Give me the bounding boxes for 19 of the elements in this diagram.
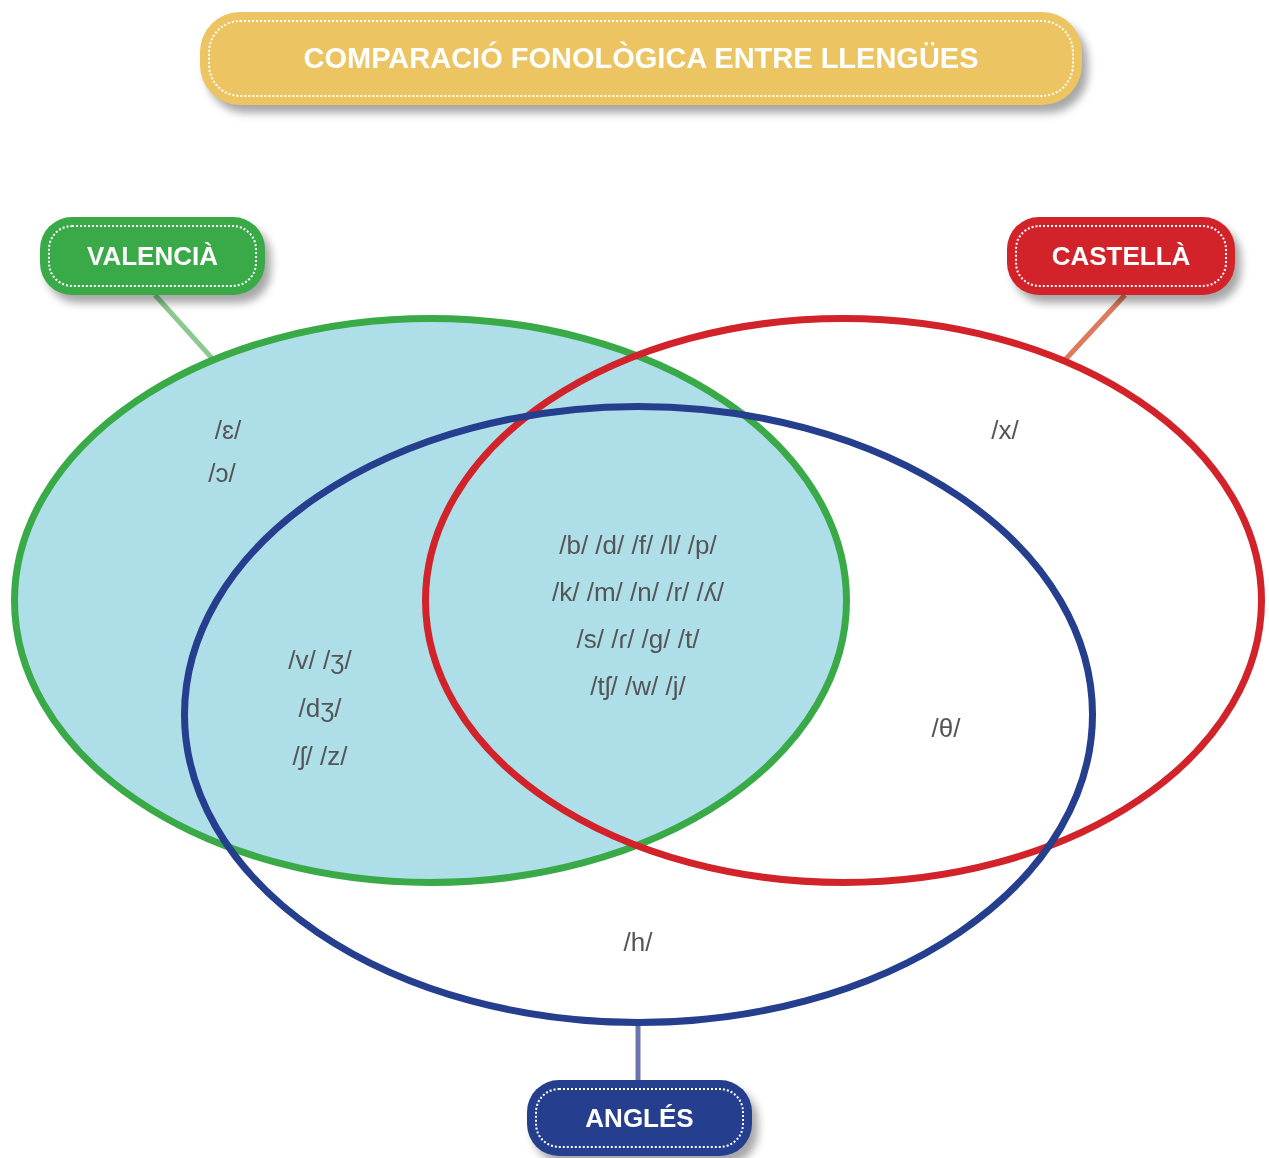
phoneme-label: /s/ /ɾ/ /g/ /t/ <box>576 623 700 655</box>
phoneme-label: /tʃ/ /w/ /j/ <box>590 670 686 702</box>
language-label: CASTELLÀ <box>1007 217 1235 295</box>
set-ellipse <box>10 314 850 886</box>
phoneme-label: /b/ /d/ /f/ /l/ /p/ <box>559 529 717 561</box>
phoneme-label: /θ/ <box>931 712 961 744</box>
phoneme-label: /k/ /m/ /n/ /r/ /ʎ/ <box>552 576 724 608</box>
phoneme-label: /ɛ/ <box>214 414 242 446</box>
set-ellipse <box>421 314 1265 886</box>
phoneme-label: /ʃ/ /z/ <box>292 740 348 772</box>
phoneme-label: /v/ /ʒ/ <box>288 644 352 676</box>
phoneme-label: /ɔ/ <box>208 457 236 489</box>
language-label: VALENCIÀ <box>40 217 265 295</box>
set-ellipse <box>180 402 1096 1026</box>
phoneme-label: /dʒ/ <box>298 692 342 724</box>
language-label: ANGLÉS <box>527 1080 752 1156</box>
phoneme-label: /x/ <box>991 414 1019 446</box>
title-banner: COMPARACIÓ FONOLÒGICA ENTRE LLENGÜES <box>200 12 1082 105</box>
phoneme-label: /h/ <box>623 926 653 958</box>
